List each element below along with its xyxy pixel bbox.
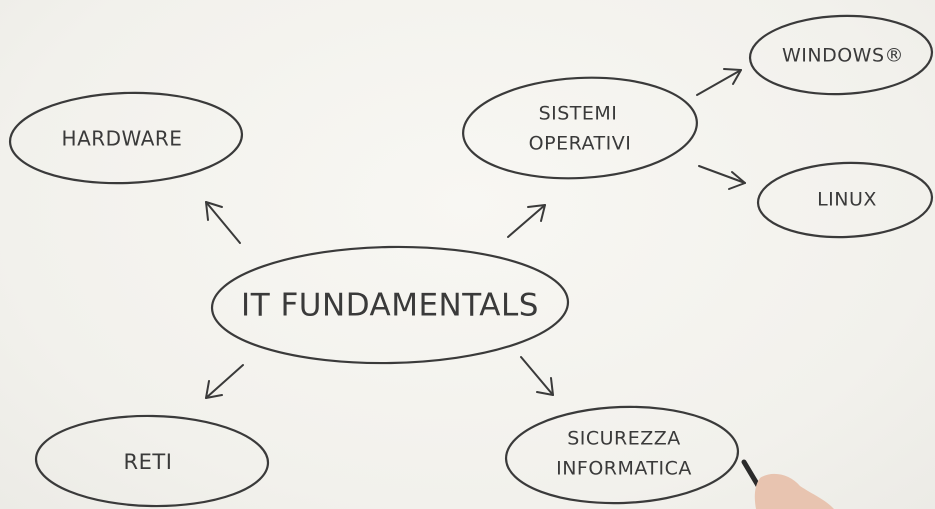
node-reti-label: RETI	[124, 450, 173, 474]
node-sicurezza-line1: SICUREZZA	[567, 428, 681, 450]
node-linux: LINUX	[756, 161, 934, 239]
arrow-to-linux	[698, 165, 746, 190]
node-hardware-label: HARDWARE	[62, 127, 183, 151]
hand-with-pen	[741, 459, 834, 509]
node-hardware: HARDWARE	[8, 91, 244, 185]
arrow-to-hardware	[205, 201, 241, 244]
arrow-to-sicurezza	[520, 356, 554, 396]
node-sicurezza-line2: INFORMATICA	[556, 458, 692, 480]
node-it-fundamentals: IT FUNDAMENTALS	[210, 245, 570, 365]
node-reti: RETI	[34, 414, 270, 508]
arrow-to-reti	[205, 364, 244, 399]
arrow-to-windows	[696, 68, 742, 96]
node-linux-label: LINUX	[817, 189, 877, 211]
node-sicurezza-informatica: SICUREZZA INFORMATICA	[504, 405, 740, 505]
node-windows: WINDOWS®	[748, 14, 934, 96]
node-sistemi-operativi: SISTEMI OPERATIVI	[462, 76, 698, 180]
node-sistemi-line1: SISTEMI	[539, 103, 618, 125]
arrow-to-sistemi	[507, 204, 546, 238]
node-it-fundamentals-label: IT FUNDAMENTALS	[241, 288, 539, 324]
node-sistemi-line2: OPERATIVI	[529, 133, 632, 155]
node-windows-label: WINDOWS®	[782, 45, 904, 67]
